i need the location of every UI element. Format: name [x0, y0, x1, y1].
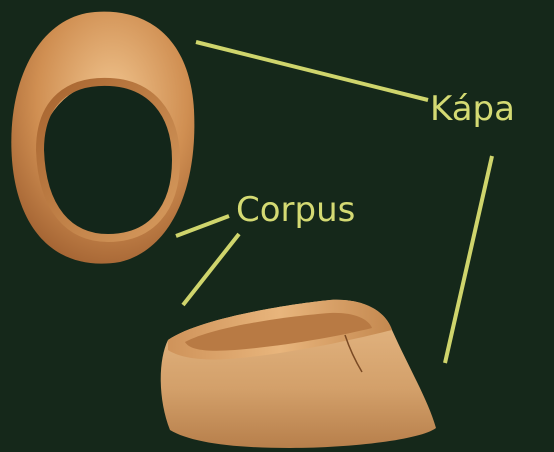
- leader-line-kapa-side-ring: [445, 156, 492, 363]
- leader-line-corpus-side-ring: [183, 234, 239, 305]
- ring-front-view: [11, 12, 194, 264]
- label-kapa: Kápa: [430, 92, 515, 126]
- leader-line-kapa-top-ring: [196, 42, 428, 100]
- leader-line-corpus-top-ring: [176, 216, 229, 236]
- ring-side-view: [161, 300, 436, 448]
- label-corpus: Corpus: [236, 193, 355, 227]
